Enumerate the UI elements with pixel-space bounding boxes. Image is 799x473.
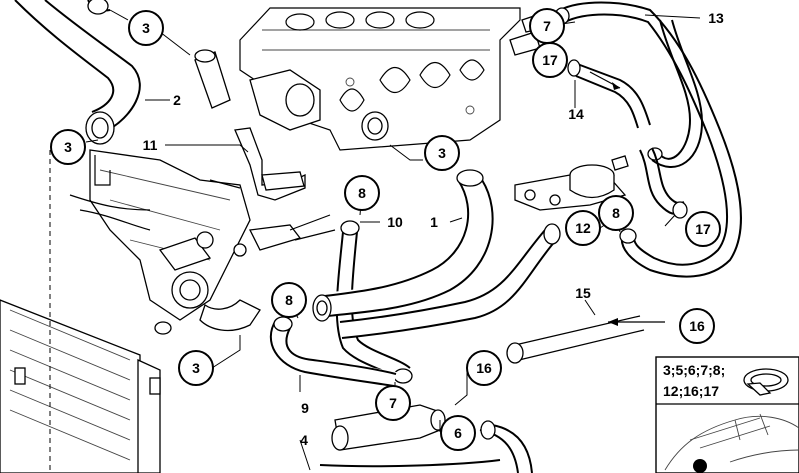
hose-12 [339,223,561,339]
svg-text:6: 6 [454,425,462,441]
callout-8-left: 8 [271,282,307,318]
svg-text:16: 16 [476,360,492,376]
label-1: 1 [430,214,438,230]
svg-text:8: 8 [285,292,293,308]
label-10: 10 [387,214,403,230]
svg-text:7: 7 [389,395,397,411]
hose-9 [269,316,397,388]
car-silhouette-icon [664,413,799,473]
callout-3-top: 3 [128,10,164,46]
hose-4 [319,404,533,473]
svg-text:16: 16 [689,318,705,334]
svg-text:3: 3 [438,145,446,161]
legend-line-2: 12;16;17 [663,383,719,399]
engine-cylinder-head [194,7,545,151]
hose-17-lower [639,147,688,219]
hose-13 [554,1,742,278]
callout-17-right: 17 [685,211,721,247]
svg-text:7: 7 [543,18,551,34]
callout-8-right: 8 [598,195,634,231]
pipe-15 [506,315,665,364]
callout-3-center: 3 [424,135,460,171]
callout-17-top: 17 [532,42,568,78]
callout-12: 12 [565,210,601,246]
hose-clamp-icon [743,368,789,396]
callout-7-top: 7 [529,8,565,44]
callout-8-center: 8 [344,175,380,211]
svg-text:12: 12 [575,220,591,236]
legend-line-1: 3;5;6;7;8; [663,362,725,378]
bracket-11 [234,127,306,201]
hose-1 [312,169,494,322]
svg-text:3: 3 [142,20,150,36]
callout-3-left: 3 [50,129,86,165]
callout-3-bottom: 3 [178,350,214,386]
label-4: 4 [300,432,308,448]
radiator [0,150,161,473]
label-9: 9 [301,400,309,416]
hose-2 [14,0,144,145]
svg-text:17: 17 [695,221,711,237]
svg-text:3: 3 [64,139,72,155]
water-pump-housing [69,149,336,335]
svg-text:8: 8 [612,205,620,221]
legend-box: 3;5;6;7;8; 12;16;17 [655,356,799,473]
callout-6: 6 [440,415,476,451]
label-13: 13 [708,10,724,26]
label-14: 14 [568,106,584,122]
svg-text:17: 17 [542,52,558,68]
hose-14 [567,59,651,129]
callout-16-center: 16 [466,350,502,386]
label-15: 15 [575,285,591,301]
callout-7-bottom: 7 [375,385,411,421]
label-11: 11 [143,137,158,153]
callout-16-right: 16 [679,308,715,344]
label-2: 2 [173,92,181,108]
svg-text:8: 8 [358,185,366,201]
svg-text:3: 3 [192,360,200,376]
